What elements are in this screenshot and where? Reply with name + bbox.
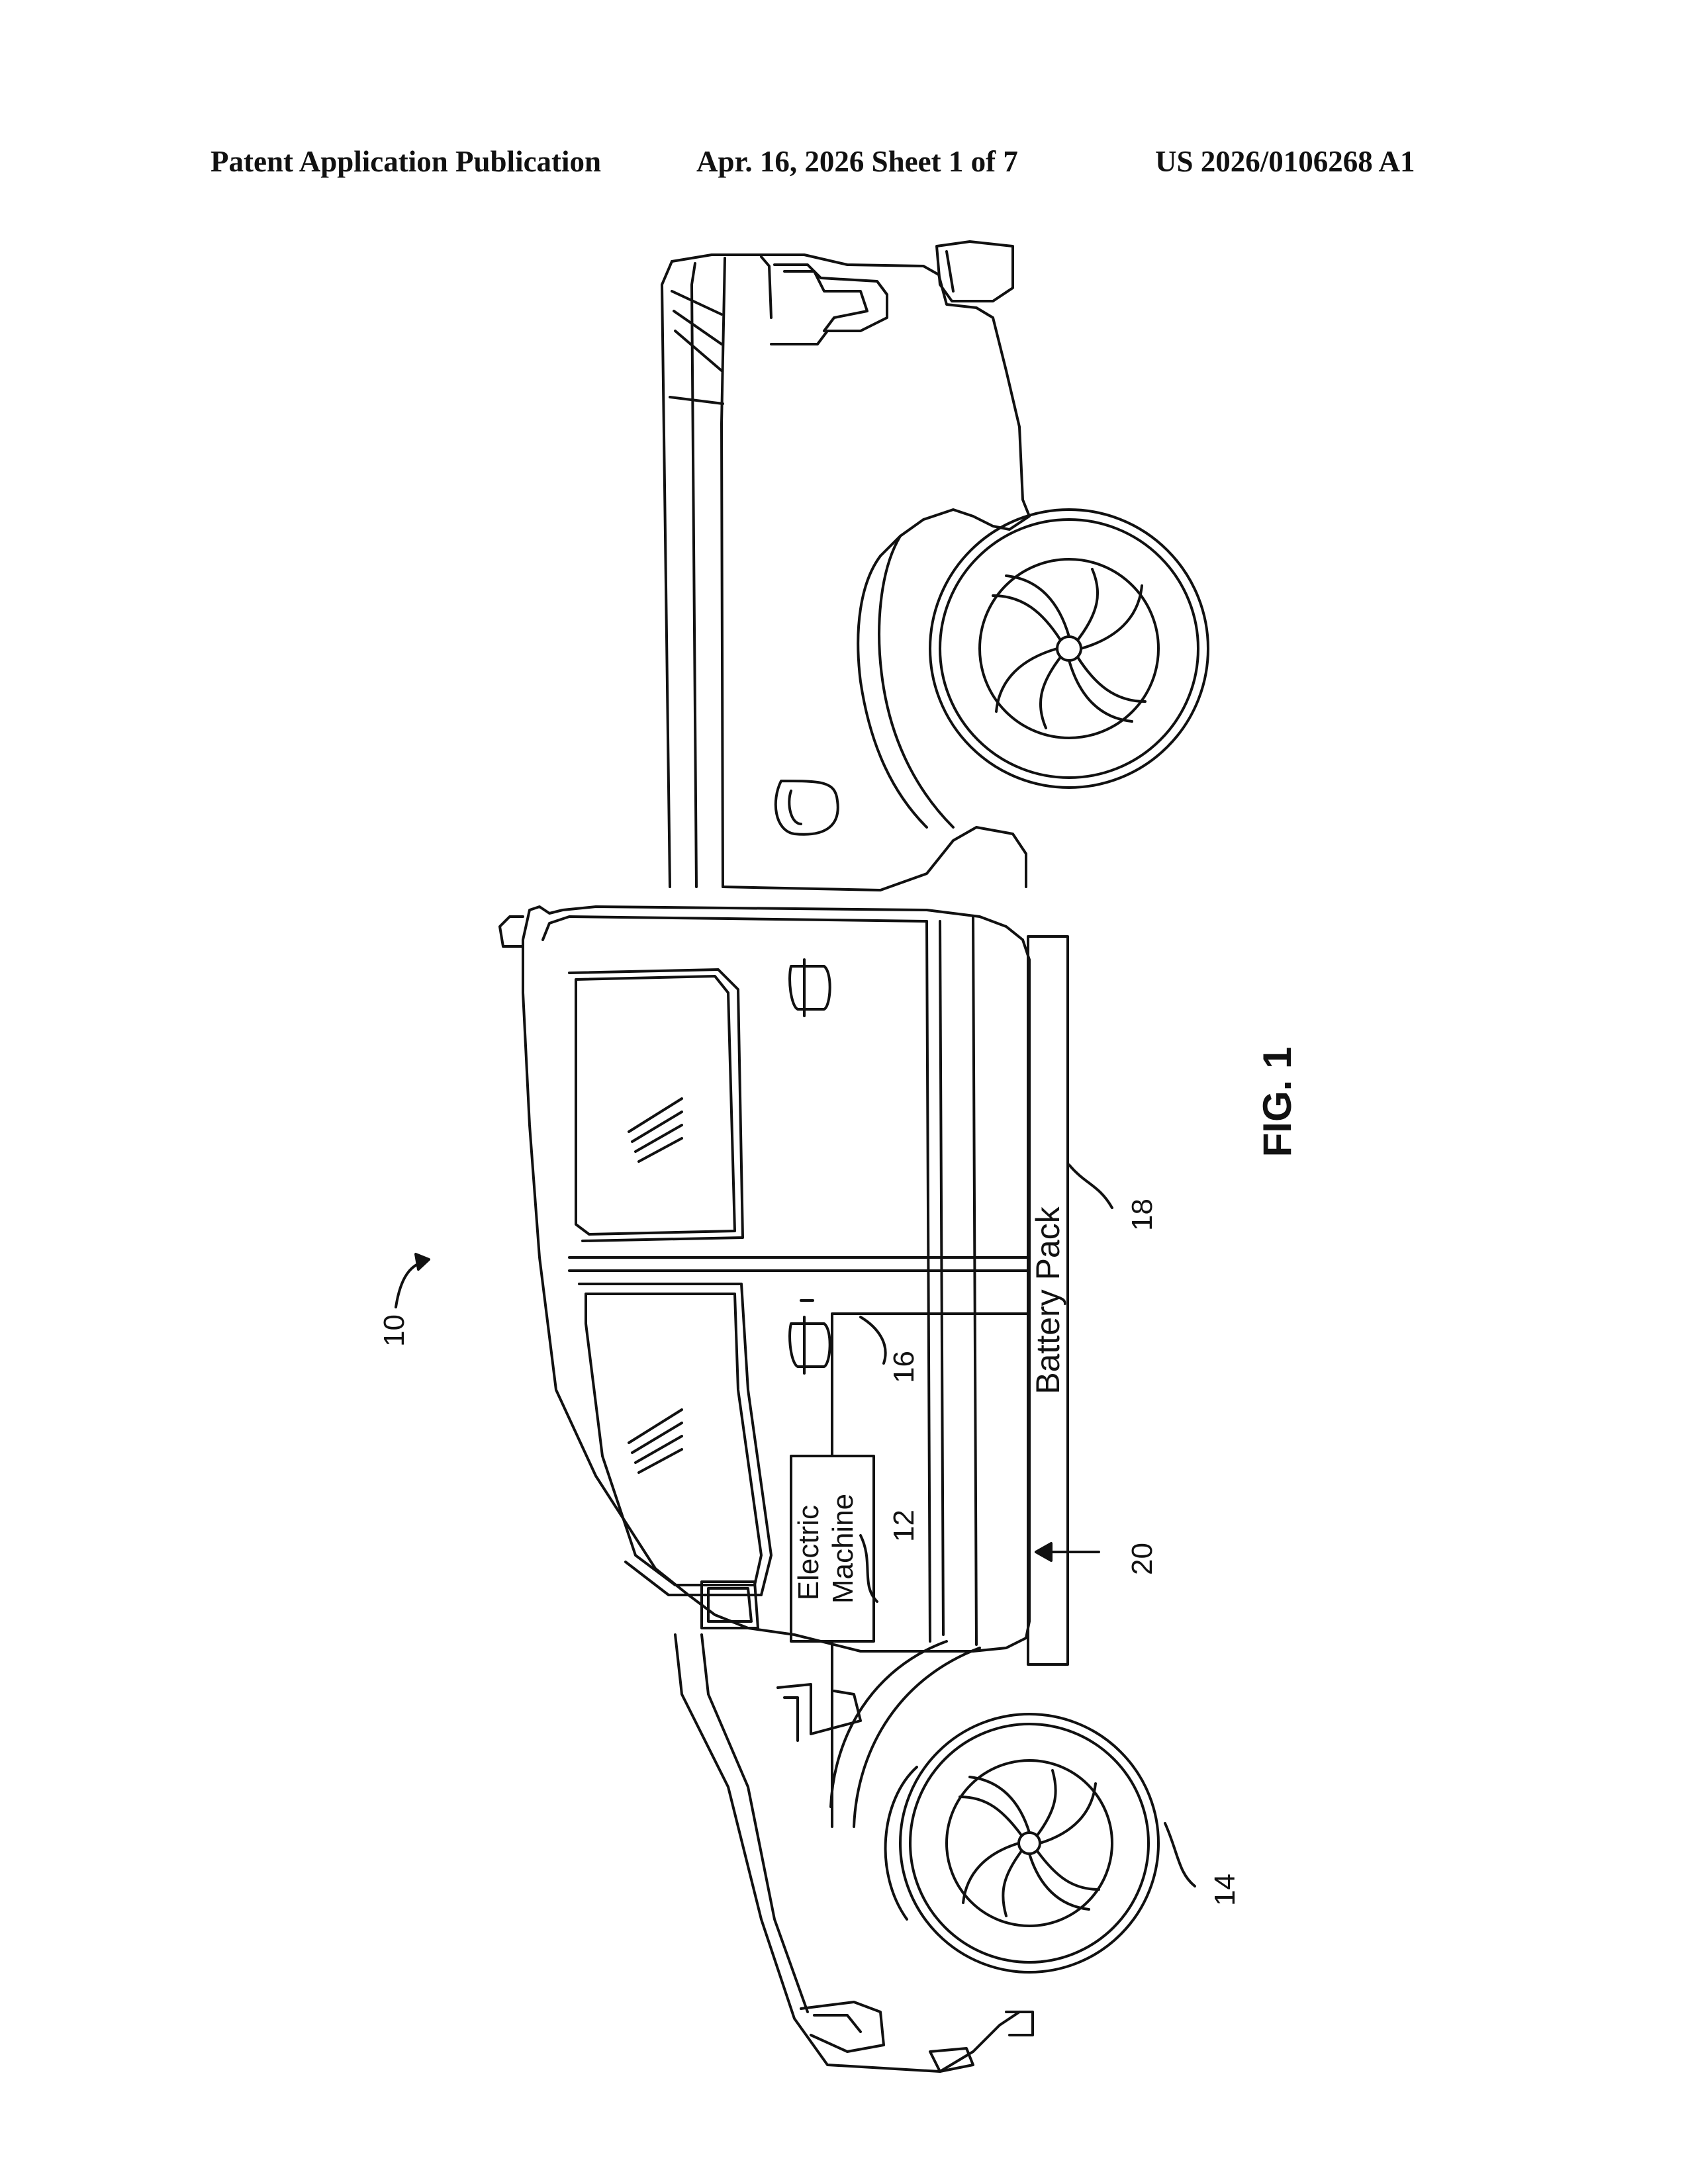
electric-machine-label-line2: Machine (827, 1494, 859, 1604)
leader-16 (861, 1317, 886, 1363)
electric-machine-label: Electric Machine (792, 1494, 859, 1604)
battery-arrow-ref: 20 (1126, 1543, 1158, 1575)
leader-10 (396, 1261, 427, 1307)
battery-ref: 18 (1126, 1199, 1158, 1231)
figure-labels: Electric Machine 12 Battery Pack 16 18 2… (378, 1047, 1299, 1906)
figure-title: FIG. 1 (1255, 1047, 1299, 1158)
leader-14 (1165, 1823, 1195, 1886)
battery-pack-label: Battery Pack (1029, 1206, 1066, 1394)
leader-20-arrowhead (1036, 1543, 1051, 1561)
electric-machine-ref: 12 (888, 1510, 920, 1542)
front-wheel (886, 1714, 1158, 1972)
vehicle-ref: 10 (378, 1314, 410, 1347)
connection-ref: 16 (888, 1351, 920, 1383)
leader-10-arrowhead (416, 1254, 429, 1269)
wheel-ref: 14 (1209, 1874, 1241, 1906)
electric-machine-label-line1: Electric (792, 1505, 825, 1600)
rear-wheel (930, 510, 1208, 788)
truck-bed (662, 242, 1029, 890)
leader-18 (1069, 1165, 1112, 1208)
truck-cab (500, 907, 1029, 1651)
truck-front (675, 1635, 1033, 2071)
